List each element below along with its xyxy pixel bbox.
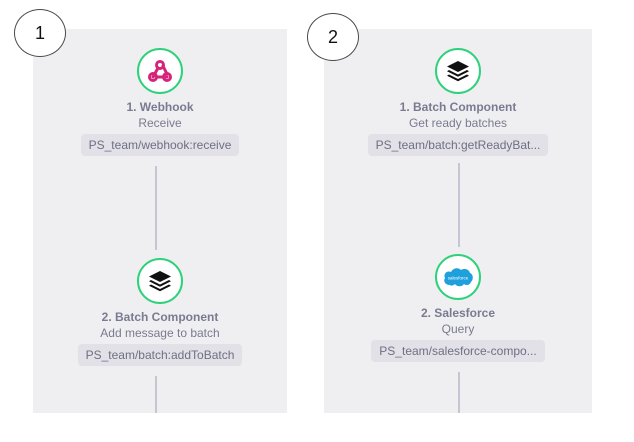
- flow-node-batch-component[interactable]: 2. Batch Component Add message to batch …: [33, 258, 287, 366]
- node-path: PS_team/batch:addToBatch: [77, 344, 243, 366]
- layers-icon[interactable]: [435, 48, 481, 94]
- node-title: 2. Batch Component: [101, 310, 219, 324]
- flow-connector: [155, 376, 157, 413]
- node-path: PS_team/salesforce-compo...: [371, 340, 545, 362]
- layers-icon[interactable]: [137, 258, 183, 304]
- flow-connector: [155, 166, 157, 250]
- node-subtitle: Receive: [138, 116, 182, 130]
- flow-panel-1: 1. Webhook Receive PS_team/webhook:recei…: [33, 29, 287, 413]
- node-subtitle: Add message to batch: [100, 326, 220, 340]
- flow-panel-2: 1. Batch Component Get ready batches PS_…: [324, 29, 592, 413]
- node-title: 1. Batch Component: [399, 100, 517, 114]
- salesforce-cloud-icon[interactable]: salesforce: [435, 254, 481, 300]
- node-subtitle: Query: [441, 322, 475, 336]
- step-badge-1: 1: [14, 9, 66, 57]
- node-subtitle: Get ready batches: [408, 116, 508, 130]
- step-badge-label: 1: [34, 22, 45, 43]
- flow-node-batch-component[interactable]: 1. Batch Component Get ready batches PS_…: [324, 48, 592, 156]
- flow-connector: [458, 163, 460, 247]
- salesforce-logo-text: salesforce: [448, 276, 469, 281]
- step-badge-label: 2: [327, 26, 338, 47]
- flow-connector: [458, 372, 460, 413]
- flow-node-webhook[interactable]: 1. Webhook Receive PS_team/webhook:recei…: [33, 48, 287, 156]
- webhook-icon[interactable]: [137, 48, 183, 94]
- node-title: 2. Salesforce: [420, 306, 496, 320]
- node-path: PS_team/batch:getReadyBat...: [367, 134, 549, 156]
- node-title: 1. Webhook: [126, 100, 194, 114]
- step-badge-2: 2: [307, 13, 359, 61]
- node-path: PS_team/webhook:receive: [80, 134, 240, 156]
- flow-node-salesforce[interactable]: salesforce 2. Salesforce Query PS_team/s…: [324, 254, 592, 362]
